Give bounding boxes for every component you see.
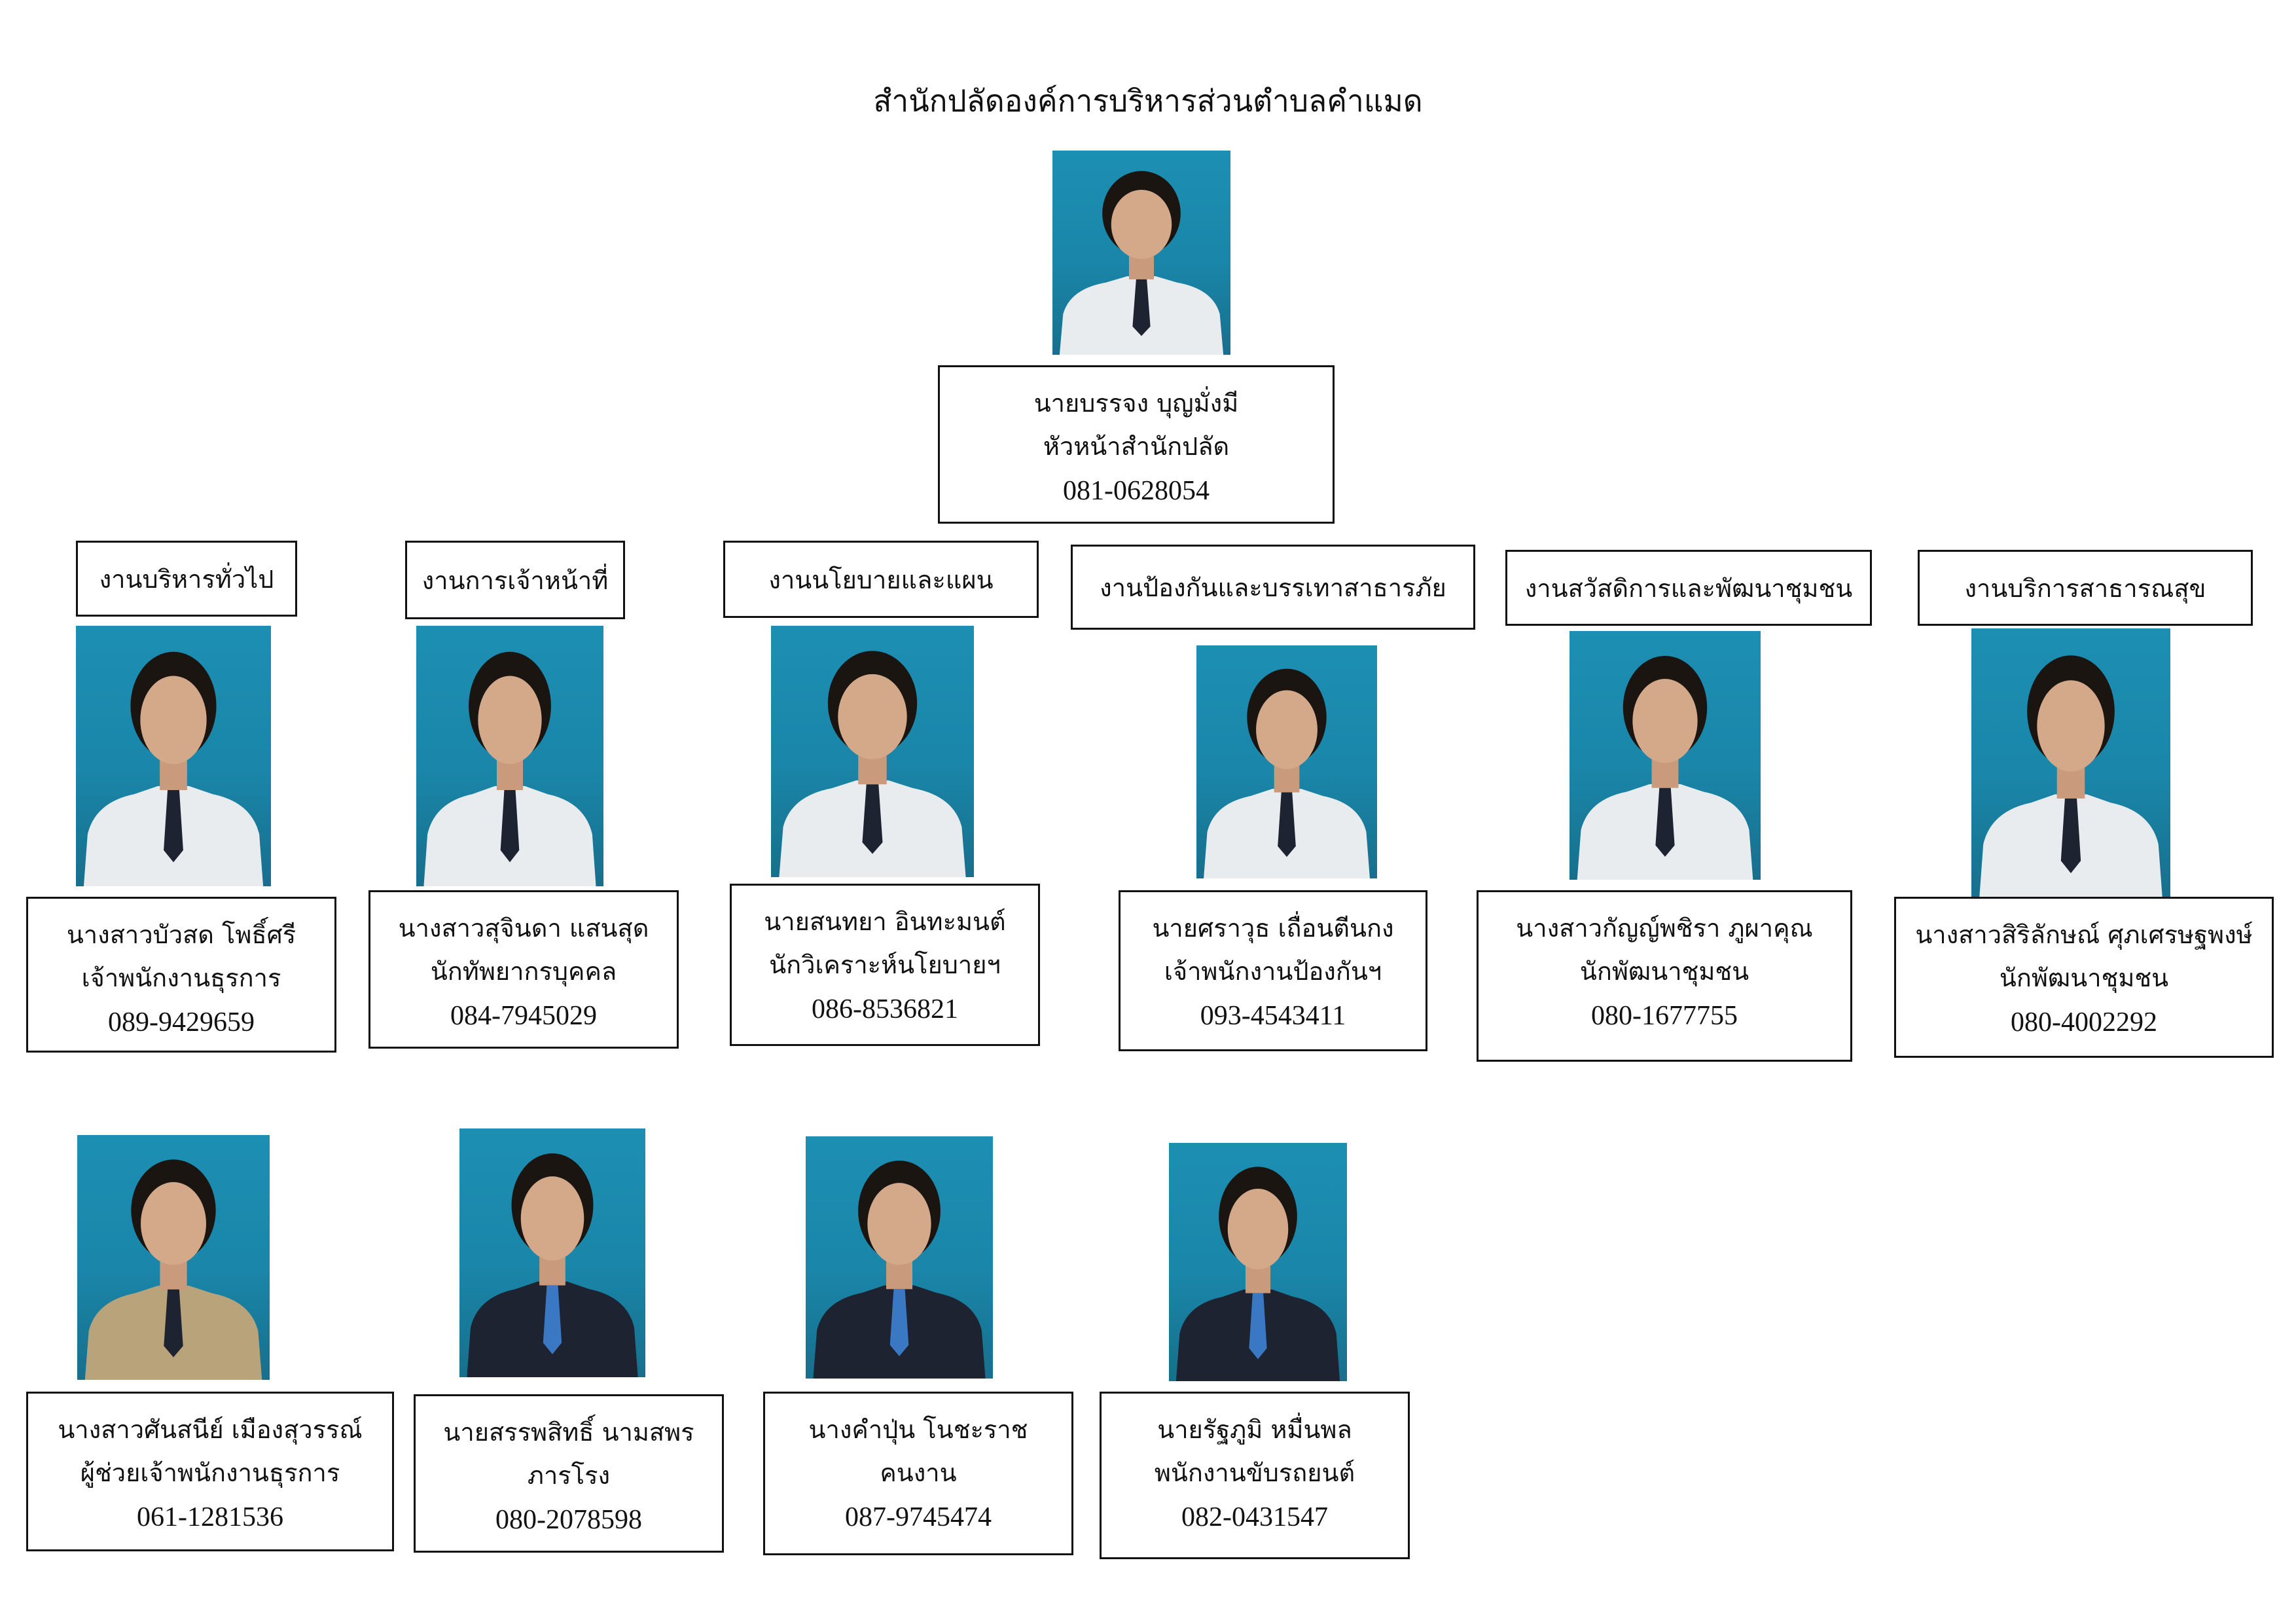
page-title: สำนักปลัดองค์การบริหารส่วนตำบลคำแมด [873, 83, 1423, 118]
staff-photo [459, 1128, 645, 1377]
staff-photo [1169, 1143, 1347, 1381]
staff-role: เจ้าพนักงานป้องกันฯ [1164, 957, 1382, 986]
staff-name: นางสาวสิริลักษณ์ ศุภเศรษฐพงษ์ [1915, 920, 2253, 949]
staff-name: นางสาวกัญญ์พชิรา ภูผาคุณ [1516, 914, 1813, 943]
staff-name: นายรัฐภูมิ หมื่นพล [1157, 1415, 1352, 1444]
staff-phone: 093-4543411 [1200, 1001, 1346, 1031]
staff-name: นายสรรพสิทธิ์ นามสพร [443, 1418, 694, 1447]
staff-card: นายศราวุธ เถื่อนตีนกง เจ้าพนักงานป้องกัน… [1119, 890, 1427, 1051]
staff-photo [1971, 628, 2170, 898]
staff-photo [77, 1135, 270, 1380]
staff-photo [771, 626, 974, 877]
staff-role: พนักงานขับรถยนต์ [1154, 1458, 1355, 1487]
portrait-silhouette [1577, 656, 1753, 880]
staff-name: นายสนทยา อินทะมนต์ [764, 907, 1006, 936]
head-card: นายบรรจง บุญมั่งมี หัวหน้าสำนักปลัด 081-… [938, 365, 1335, 524]
staff-phone: 087-9745474 [845, 1502, 992, 1532]
portrait-silhouette [84, 1159, 262, 1380]
staff-role: นักทัพยากรบุคคล [430, 957, 617, 986]
head-name: นายบรรจง บุญมั่งมี [1033, 389, 1239, 418]
staff-name: นางสาวสุจินดา แสนสุด [398, 914, 649, 943]
dept-label: งานป้องกันและบรรเทาสาธารภัย [1071, 545, 1475, 630]
staff-card: นายรัฐภูมิ หมื่นพล พนักงานขับรถยนต์ 082-… [1100, 1392, 1410, 1559]
staff-phone: 084-7945029 [450, 1001, 597, 1031]
head-photo [1052, 151, 1230, 355]
staff-name: นางคำปุ่น โนชะราช [808, 1415, 1028, 1444]
portrait-silhouette [1059, 171, 1224, 355]
staff-role: คนงาน [880, 1458, 957, 1487]
staff-card: นางสาวกัญญ์พชิรา ภูผาคุณ นักพัฒนาชุมชน 0… [1477, 890, 1852, 1062]
staff-phone: 089-9429659 [108, 1007, 255, 1038]
portrait-silhouette [1979, 655, 2162, 898]
dept-label: งานบริหารทั่วไป [76, 541, 297, 617]
staff-card: นางสาวสุจินดา แสนสุด นักทัพยากรบุคคล 084… [368, 890, 679, 1049]
staff-card: นายสนทยา อินทะมนต์ นักวิเคราะห์นโยบายฯ 0… [730, 884, 1040, 1046]
staff-role: นักพัฒนาชุมชน [1999, 964, 2169, 992]
staff-name: นายศราวุธ เถื่อนตีนกง [1152, 914, 1394, 943]
head-phone: 081-0628054 [1063, 476, 1210, 506]
staff-card: นายสรรพสิทธิ์ นามสพร ภารโรง 080-2078598 [414, 1394, 724, 1553]
staff-role: เจ้าพนักงานธุรการ [81, 964, 281, 992]
portrait-silhouette [423, 651, 596, 886]
staff-name: นางสาวบัวสด โพธิ์ศรี [66, 920, 296, 949]
staff-card: นางคำปุ่น โนชะราช คนงาน 087-9745474 [763, 1392, 1073, 1555]
dept-label: งานสวัสดิการและพัฒนาชุมชน [1505, 550, 1872, 626]
staff-card: นางสาวศันสนีย์ เมืองสุวรรณ์ ผู้ช่วยเจ้าพ… [26, 1392, 394, 1551]
staff-photo [806, 1136, 993, 1379]
portrait-silhouette [467, 1153, 638, 1377]
portrait-silhouette [83, 651, 264, 886]
head-role: หัวหน้าสำนักปลัด [1043, 432, 1230, 461]
staff-role: นักพัฒนาชุมชน [1579, 957, 1749, 986]
portrait-silhouette [779, 651, 966, 877]
staff-photo [1196, 645, 1377, 878]
staff-phone: 082-0431547 [1181, 1502, 1328, 1532]
staff-photo [416, 626, 603, 886]
staff-photo [76, 626, 271, 886]
dept-label: งานบริการสาธารณสุข [1918, 550, 2253, 626]
staff-phone: 080-1677755 [1591, 1001, 1738, 1031]
staff-phone: 080-4002292 [2011, 1007, 2157, 1038]
portrait-silhouette [813, 1161, 986, 1379]
staff-phone: 086-8536821 [812, 994, 958, 1024]
portrait-silhouette [1204, 668, 1370, 878]
staff-card: นางสาวสิริลักษณ์ ศุภเศรษฐพงษ์ นักพัฒนาชุ… [1894, 897, 2274, 1058]
staff-photo [1570, 631, 1761, 880]
staff-role: ผู้ช่วยเจ้าพนักงานธุรการ [80, 1458, 340, 1487]
staff-card: นางสาวบัวสด โพธิ์ศรี เจ้าพนักงานธุรการ 0… [26, 897, 336, 1053]
dept-label: งานนโยบายและแผน [723, 541, 1039, 618]
portrait-silhouette [1175, 1166, 1340, 1381]
dept-label: งานการเจ้าหน้าที่ [405, 541, 625, 619]
staff-role: นักวิเคราะห์นโยบายฯ [769, 950, 1001, 979]
staff-name: นางสาวศันสนีย์ เมืองสุวรรณ์ [58, 1415, 363, 1444]
staff-phone: 080-2078598 [495, 1505, 642, 1535]
staff-role: ภารโรง [527, 1461, 611, 1490]
staff-phone: 061-1281536 [137, 1502, 283, 1532]
